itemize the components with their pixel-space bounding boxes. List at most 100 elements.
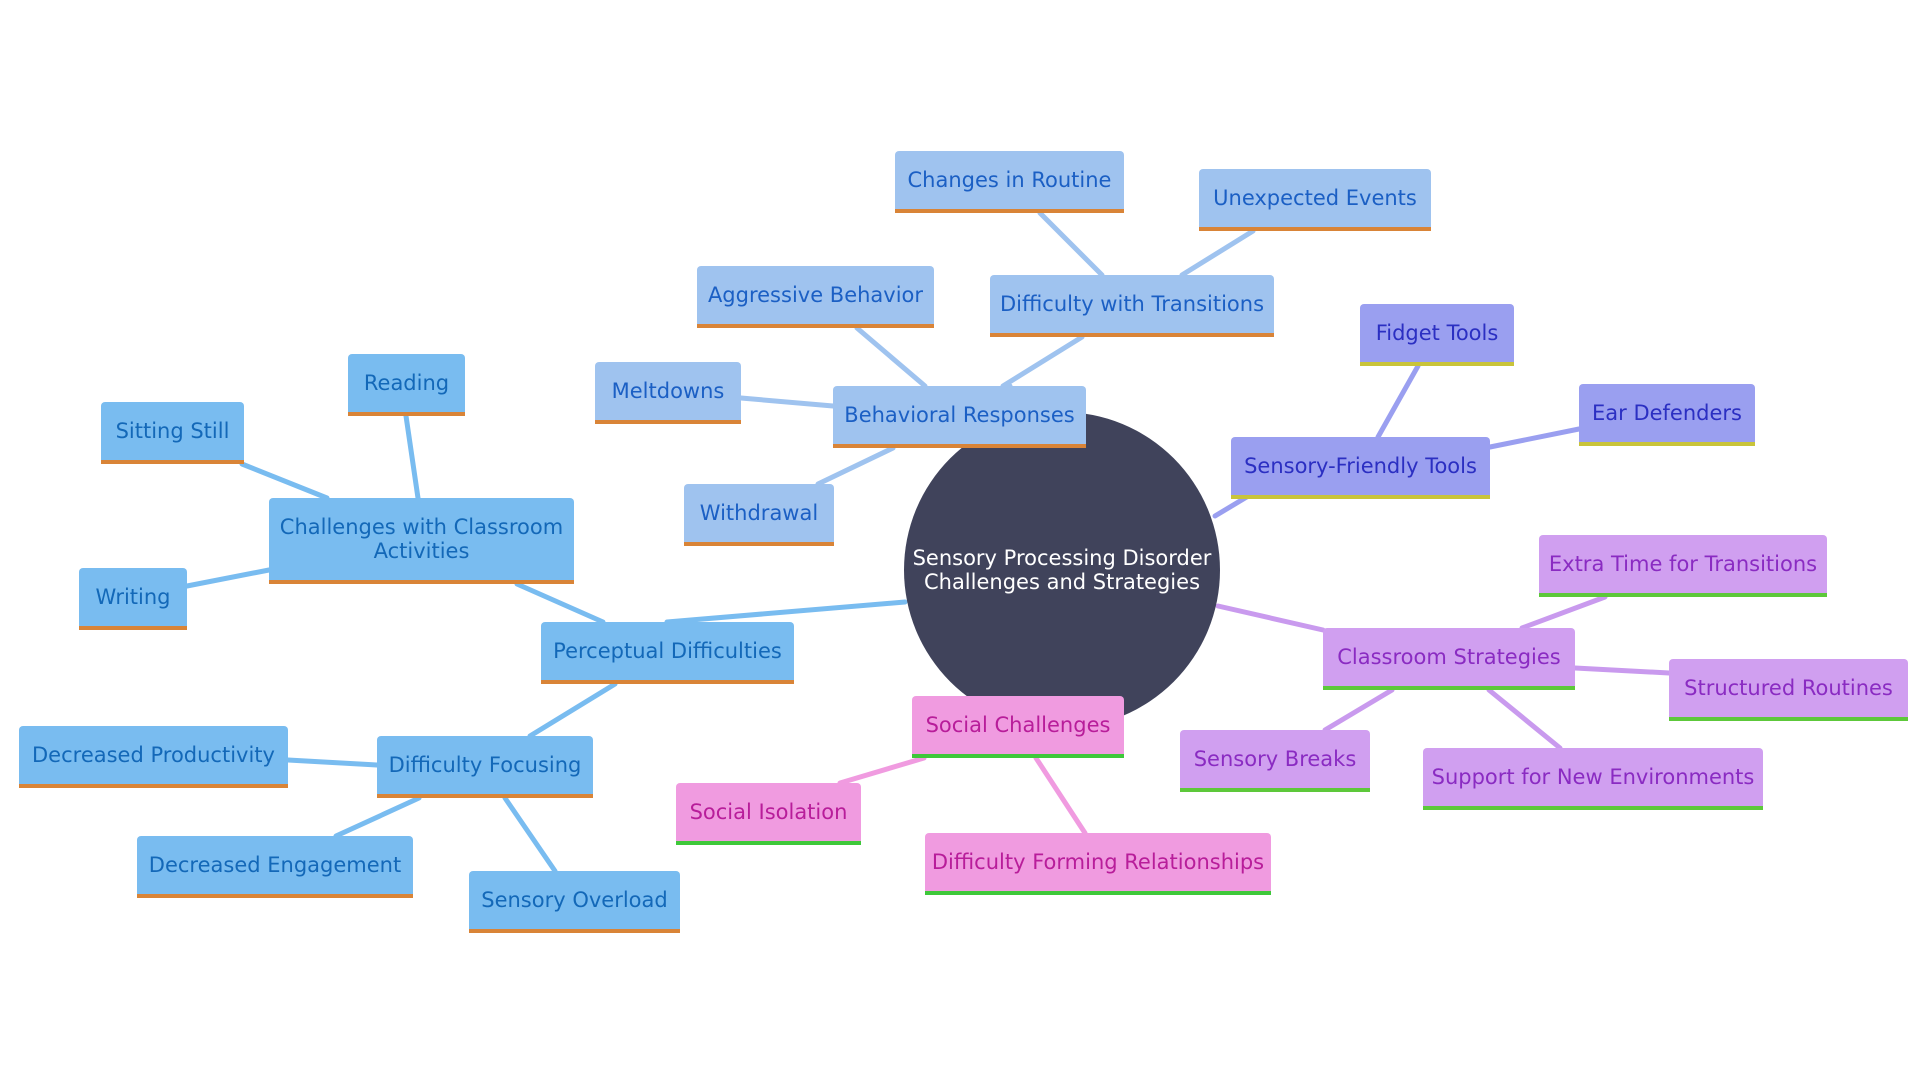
node-box [1669, 659, 1908, 721]
node-new-env: Support for New Environments [1423, 748, 1763, 810]
edge-structured-to-strategies [1572, 665, 1672, 676]
node-underline [541, 680, 794, 684]
node-box [595, 362, 741, 424]
node-isolation: Social Isolation [676, 783, 861, 845]
node-engagement: Decreased Engagement [137, 836, 413, 898]
node-tools: Sensory-Friendly Tools [1231, 437, 1490, 499]
node-label: Structured Routines [1684, 676, 1893, 700]
node-underline [1539, 593, 1827, 597]
node-label: Social Challenges [926, 713, 1111, 737]
edge-unexpected-to-transitions [1179, 228, 1256, 278]
node-box [1423, 748, 1763, 810]
node-transitions: Difficulty with Transitions [990, 275, 1274, 337]
node-label: Aggressive Behavior [708, 283, 923, 307]
edge-sitting_still-to-classroom_challenges [239, 461, 330, 501]
node-label: Sitting Still [116, 419, 230, 443]
node-underline [137, 894, 413, 898]
edge-focusing-to-perceptual [527, 681, 618, 739]
edge-transitions-to-behavioral [1000, 334, 1085, 389]
node-label: Behavioral Responses [844, 403, 1074, 427]
node-extra-time: Extra Time for Transitions [1539, 535, 1827, 597]
node-fidget: Fidget Tools [1360, 304, 1514, 366]
root-circle [904, 412, 1220, 728]
node-label: Social Isolation [690, 800, 848, 824]
root-label-line-2: Challenges and Strategies [924, 570, 1200, 594]
edge-overload-to-focusing [502, 795, 558, 874]
node-box [1231, 437, 1490, 499]
node-unexpected: Unexpected Events [1199, 169, 1431, 231]
node-label: Difficulty with Transitions [1000, 292, 1264, 316]
node-box [925, 833, 1271, 895]
node-label: Withdrawal [700, 501, 818, 525]
edge-reading-to-classroom_challenges [403, 413, 421, 501]
node-underline [101, 460, 244, 464]
node-strategies: Classroom Strategies [1323, 628, 1575, 690]
node-label: Unexpected Events [1213, 186, 1417, 210]
node-box [912, 696, 1124, 758]
node-box [1199, 169, 1431, 231]
node-label: Reading [364, 371, 449, 395]
node-box [101, 402, 244, 464]
node-underline [912, 754, 1124, 758]
node-box [676, 783, 861, 845]
node-underline [1423, 806, 1763, 810]
connector-layer [184, 210, 1672, 874]
edge-routine-to-transitions [1037, 210, 1105, 278]
node-label: Decreased Engagement [149, 853, 401, 877]
edge-new_env-to-strategies [1486, 687, 1563, 751]
node-label: Sensory Breaks [1194, 747, 1357, 771]
node-underline [676, 841, 861, 845]
node-underline [833, 444, 1086, 448]
node-sitting-still: Sitting Still [101, 402, 244, 464]
node-box [79, 568, 187, 630]
node-underline [469, 929, 680, 933]
node-underline [79, 626, 187, 630]
node-label: Sensory-Friendly Tools [1244, 454, 1477, 478]
node-underline [1231, 495, 1490, 499]
node-underline [1669, 717, 1908, 721]
node-label: Extra Time for Transitions [1549, 552, 1817, 576]
node-structured: Structured Routines [1669, 659, 1908, 721]
node-box [697, 266, 934, 328]
node-social: Social Challenges [912, 696, 1124, 758]
node-label: Activities [374, 539, 470, 563]
node-box [269, 498, 574, 584]
node-underline [1180, 788, 1370, 792]
node-meltdowns: Meltdowns [595, 362, 741, 424]
node-label: Difficulty Focusing [389, 753, 582, 777]
node-box [377, 736, 593, 798]
node-underline [19, 784, 288, 788]
edge-strategies-to-root [1215, 603, 1326, 633]
edge-writing-to-classroom_challenges [184, 567, 272, 589]
edge-breaks-to-strategies [1322, 687, 1395, 733]
node-box [684, 484, 834, 546]
node-overload: Sensory Overload [469, 871, 680, 933]
node-box [990, 275, 1274, 337]
node-productivity: Decreased Productivity [19, 726, 288, 788]
node-behavioral: Behavioral Responses [833, 386, 1086, 448]
node-box [469, 871, 680, 933]
root-label-line-1: Sensory Processing Disorder [913, 546, 1212, 570]
node-label: Changes in Routine [908, 168, 1112, 192]
node-label: Difficulty Forming Relationships [932, 850, 1264, 874]
node-underline [1360, 362, 1514, 366]
node-breaks: Sensory Breaks [1180, 730, 1370, 792]
edge-aggressive-to-behavioral [854, 325, 928, 389]
node-underline [1199, 227, 1431, 231]
node-box [1180, 730, 1370, 792]
edge-fidget-to-tools [1375, 363, 1421, 440]
node-label: Ear Defenders [1592, 401, 1742, 425]
node-box [1579, 384, 1755, 446]
node-label: Meltdowns [612, 379, 725, 403]
edge-relationships-to-social [1033, 755, 1088, 836]
node-label: Support for New Environments [1432, 765, 1755, 789]
node-perceptual: Perceptual Difficulties [541, 622, 794, 684]
node-label: Decreased Productivity [32, 743, 275, 767]
node-underline [1579, 442, 1755, 446]
node-label: Writing [96, 585, 171, 609]
node-box [895, 151, 1124, 213]
node-underline [348, 412, 465, 416]
node-underline [925, 891, 1271, 895]
node-box [19, 726, 288, 788]
